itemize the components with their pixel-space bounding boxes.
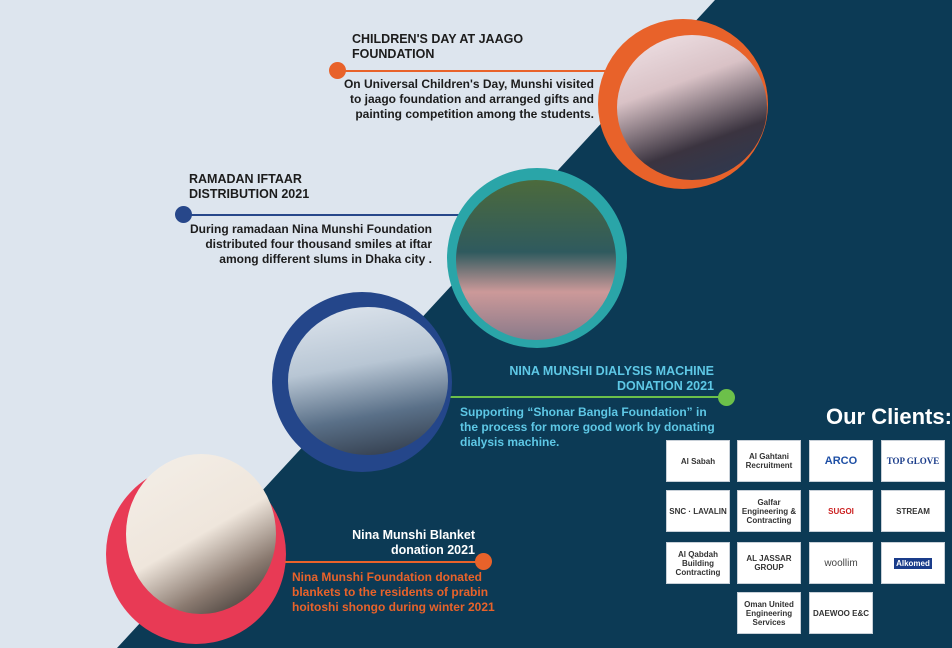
client-logo: Oman United Engineering Services [737,592,801,634]
client-logo-name: Al Qabdah Building Contracting [675,549,721,577]
timeline-dot [718,389,735,406]
event-description: On Universal Children's Day, Munshi visi… [343,77,594,121]
client-logo-name: STREAM [896,506,930,516]
client-logo-name: Alkomed [894,557,932,569]
client-logo-name: Al Gahtani Recruitment [745,452,793,470]
client-logo-name: Oman United Engineering Services [744,599,794,627]
event-description: Nina Munshi Foundation donated blankets … [292,570,495,614]
client-logo: ARCO [809,440,873,482]
event-title: RAMADAN IFTAAR DISTRIBUTION 2021 [189,172,310,201]
timeline-dot [475,553,492,570]
event-description: Supporting “Shonar Bangla Foundation” in… [460,405,715,449]
client-logo: AL JASSAR GROUP [737,542,801,584]
clients-heading: Our Clients: [826,404,952,429]
client-logo-name: TOP GLOVE [886,456,940,466]
client-logo-name: Al Sabah [680,456,716,466]
client-logo-name: SUGOI [828,506,854,516]
client-logo-name: woollim [824,557,858,569]
client-logo: SUGOI [809,490,873,532]
timeline-dot [329,62,346,79]
timeline-line [345,70,605,72]
ramadan-iftaar-photo [456,180,616,340]
timeline-line [285,561,485,563]
event-description: During ramadaan Nina Munshi Foundation d… [189,222,432,266]
client-logo: SNC · LAVALIN [666,490,730,532]
client-logo-name: SNC · LAVALIN [669,506,727,516]
client-logo: STREAM [881,490,945,532]
childrens-day-photo [617,35,767,180]
client-logo: Al Sabah [666,440,730,482]
blanket-donation-photo [126,454,276,614]
client-logo-name: Galfar Engineering & Contracting [741,497,797,525]
client-logo: Al Gahtani Recruitment [737,440,801,482]
timeline-dot [175,206,192,223]
event-title: CHILDREN'S DAY AT JAAGO FOUNDATION [352,32,524,61]
timeline-line [190,214,460,216]
client-logo: TOP GLOVE [881,440,945,482]
client-logo: Al Qabdah Building Contracting [666,542,730,584]
client-logo: Alkomed [881,542,945,584]
event-title: Nina Munshi Blanket donation 2021 [352,528,475,557]
event-title: NINA MUNSHI DIALYSIS MACHINE DONATION 20… [509,364,714,393]
client-logo: woollim [809,542,873,584]
client-logo-name: DAEWOO E&C [813,608,869,618]
timeline-line [448,396,728,398]
client-logo: DAEWOO E&C [809,592,873,634]
client-logo: Galfar Engineering & Contracting [737,490,801,532]
dialysis-donation-photo [288,307,448,455]
client-logo-name: AL JASSAR GROUP [746,554,792,572]
client-logo-name: ARCO [824,455,858,467]
